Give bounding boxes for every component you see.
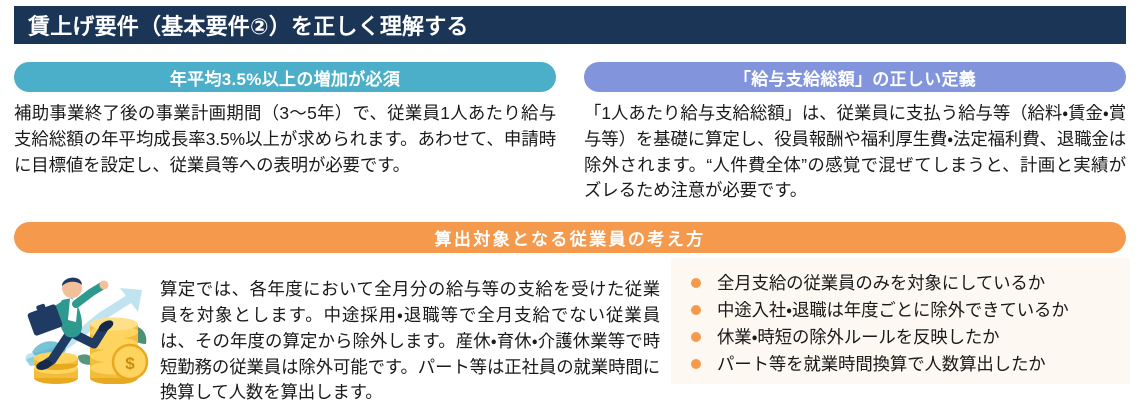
svg-text:$: $ [125, 354, 135, 373]
page-title: 賃上げ要件（基本要件②）を正しく理解する [28, 14, 469, 39]
bullet-dot-icon [691, 305, 701, 316]
checklist-item-label: 全月支給の従業員のみを対象にしているか [717, 273, 1046, 293]
businessman-climbing-coins-growth-arrow-icon: $ [25, 277, 149, 384]
right-section-heading-label: 「給与支給総額」の正しい定義 [733, 69, 977, 89]
left-section-heading-label: 年平均3.5%以上の増加が必須 [169, 69, 401, 89]
checklist: 全月支給の従業員のみを対象にしているか 中途入社・退職は年度ごとに除外できている… [691, 270, 1130, 379]
bullet-dot-icon [691, 332, 701, 343]
bullet-dot-icon [691, 278, 701, 288]
right-section-heading-pill: 「給与支給総額」の正しい定義 [584, 62, 1126, 92]
checklist-item-label: 中途入社・退職は年度ごとに除外できているか [717, 300, 1069, 321]
checklist-item-label: 休業・時短の除外ルールを反映したか [717, 327, 1000, 348]
section-banner: 算出対象となる従業員の考え方 [14, 222, 1126, 253]
list-item: 中途入社・退職は年度ごとに除外できているか [691, 297, 1130, 324]
left-section-body: 補助事業終了後の事業計画期間（3〜5年）で、従業員1人あたり給与支給総額の年平均… [14, 103, 556, 175]
bottom-section: $ [0, 258, 1140, 406]
checklist-panel: 全月支給の従業員のみを対象にしているか 中途入社・退職は年度ごとに除外できている… [671, 258, 1130, 384]
left-section-heading-pill: 年平均3.5%以上の増加が必須 [14, 62, 556, 92]
bottom-section-body: 算定では、各年度において全月分の給与等の支給を受けた従業員を対象とします。中途採… [160, 279, 660, 403]
column-left: 年平均3.5%以上の増加が必須 補助事業終了後の事業計画期間（3〜5年）で、従業… [0, 62, 570, 210]
section-banner-label: 算出対象となる従業員の考え方 [434, 230, 706, 249]
bullet-dot-icon [691, 359, 701, 370]
page-title-bar: 賃上げ要件（基本要件②）を正しく理解する [14, 6, 1126, 44]
list-item: 休業・時短の除外ルールを反映したか [691, 324, 1130, 351]
list-item: 全月支給の従業員のみを対象にしているか [691, 270, 1130, 297]
right-section-body: 「1人あたり給与支給総額」は、従業員に支払う給与等（給料・賃金・賞与等）を基礎に… [584, 103, 1126, 201]
two-column-section: 年平均3.5%以上の増加が必須 補助事業終了後の事業計画期間（3〜5年）で、従業… [0, 62, 1140, 210]
column-right: 「給与支給総額」の正しい定義 「1人あたり給与支給総額」は、従業員に支払う給与等… [570, 62, 1140, 210]
checklist-item-label: パート等を就業時間換算で人数算出したか [717, 354, 1046, 375]
list-item: パート等を就業時間換算で人数算出したか [691, 351, 1130, 378]
